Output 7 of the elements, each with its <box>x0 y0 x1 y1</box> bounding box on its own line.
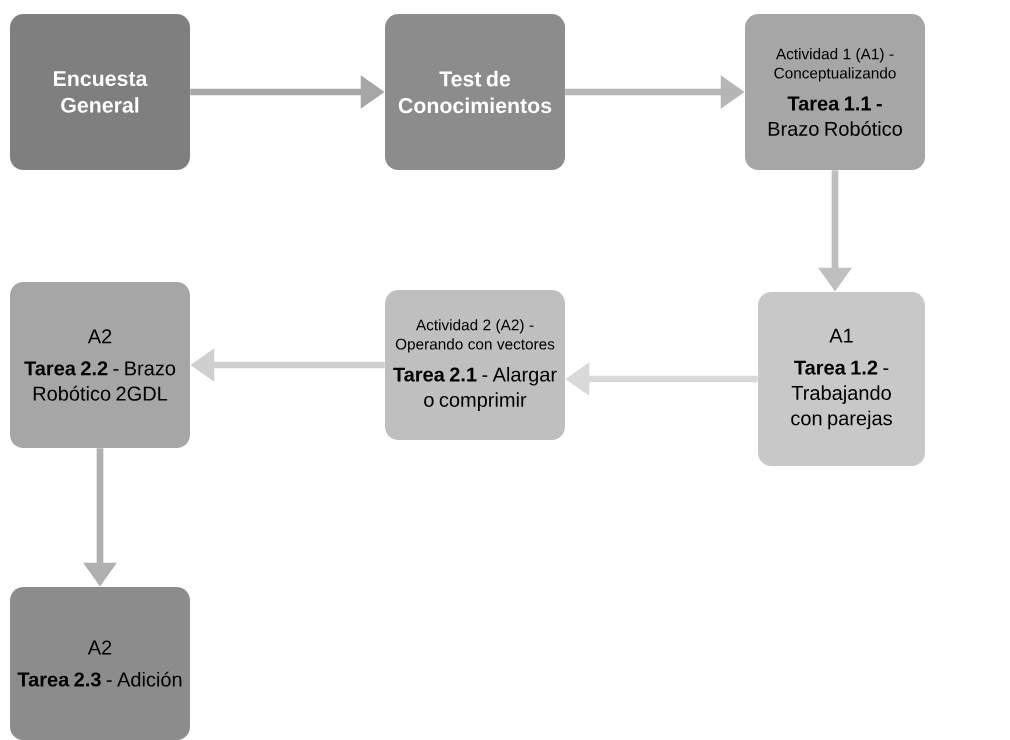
process-box: Test de Conocimientos <box>385 14 565 170</box>
process-box: A1 Tarea 1.2 - Trabajando con parejas <box>758 292 925 466</box>
process-box: Actividad 2 (A2) - Operando con vectores Tarea 2.1 - Alargar o comprimir <box>385 290 565 440</box>
process-box: A2 Tarea 2.3 - Adición <box>10 587 190 740</box>
process-box: Actividad 1 (A1) - Conceptualizando Tarea 1.1 - Brazo Robótico <box>745 14 925 170</box>
process-box: Encuesta General <box>10 14 190 170</box>
process-box: A2 Tarea 2.2 - Brazo Robótico 2GDL <box>10 282 190 448</box>
